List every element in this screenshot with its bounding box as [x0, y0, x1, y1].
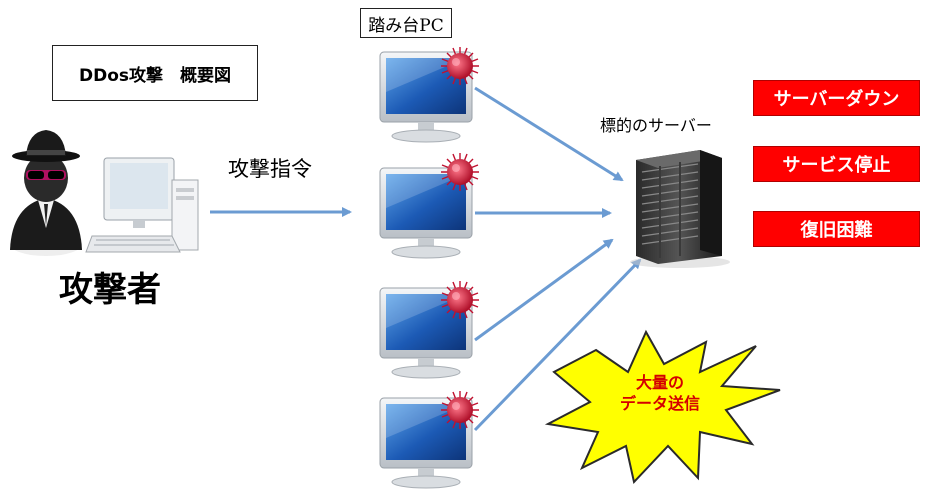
burst-label: 大量の データ送信: [610, 372, 710, 414]
diagram-title-text: DDos攻撃 概要図: [78, 65, 232, 86]
effect-badge-server-down: サーバーダウン: [753, 80, 920, 116]
bot-pc-label-text: 踏み台PC: [368, 15, 444, 36]
diagram-title: DDos攻撃 概要図: [52, 45, 258, 101]
attacker-label: 攻撃者: [59, 270, 161, 310]
burst-label-line: 大量の: [635, 373, 684, 392]
effect-badge-text: サーバーダウン: [773, 89, 900, 110]
explosion-burst-icon: [544, 329, 781, 485]
effect-badge-service-stop: サービス停止: [753, 146, 920, 182]
bot-pc-label: 踏み台PC: [360, 8, 452, 38]
server-rack-icon: [630, 150, 730, 268]
attacker-icon: [10, 130, 82, 256]
effect-badge-text: 復旧困難: [800, 220, 873, 241]
effect-badge-text: サービス停止: [782, 155, 891, 176]
target-server-label: 標的のサーバー: [600, 116, 712, 135]
desktop-computer-icon: [85, 157, 199, 253]
attack-arrow-4: [473, 258, 642, 432]
burst-label-line: データ送信: [619, 394, 700, 413]
attack-arrow-3: [474, 238, 614, 342]
attack-arrow-1: [474, 86, 624, 182]
command-label: 攻撃指令: [228, 157, 312, 181]
effect-badge-recovery-difficult: 復旧困難: [753, 211, 920, 247]
